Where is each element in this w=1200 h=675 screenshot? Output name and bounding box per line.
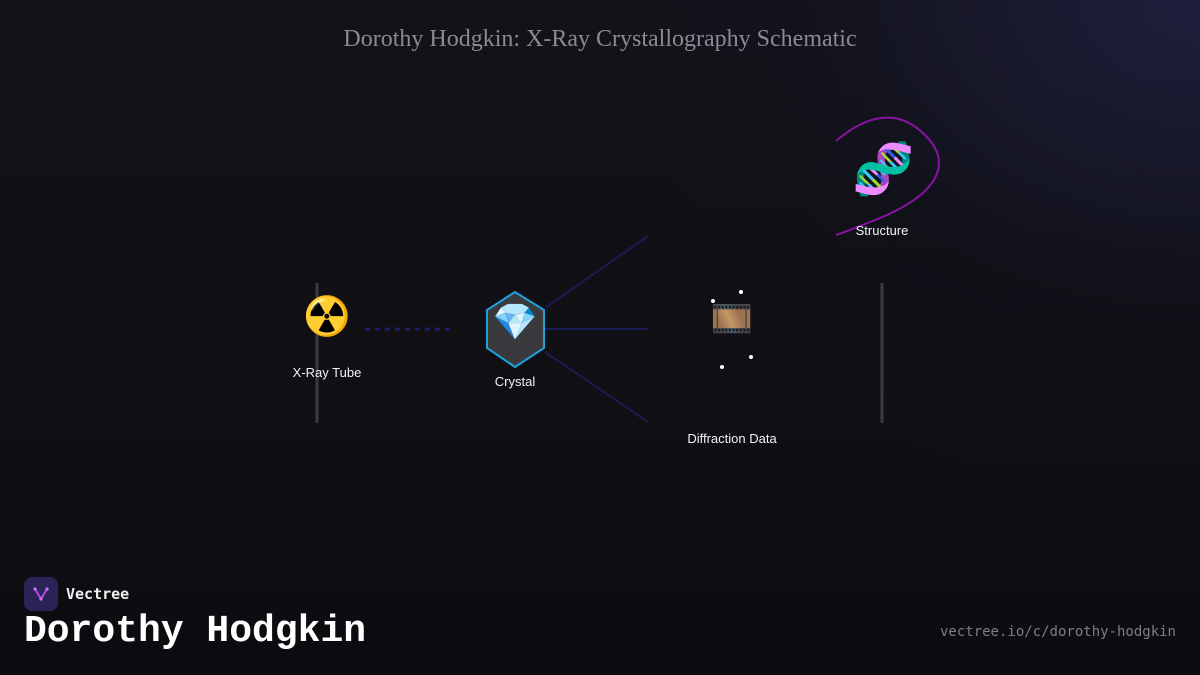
diffraction-spot <box>749 355 753 359</box>
gem-icon: 💎 <box>492 301 538 342</box>
person-name: Dorothy Hodgkin <box>24 610 367 653</box>
radioactive-icon: ☢️ <box>303 296 351 338</box>
brand-name: Vectree <box>66 585 130 603</box>
diffraction-data-label: Diffraction Data <box>687 431 777 446</box>
diffracted-beam-up <box>544 235 649 309</box>
diffraction-spot <box>739 290 743 294</box>
dna-icon: 🧬 <box>852 141 915 197</box>
crystal-hexagon <box>486 290 545 369</box>
structure-curve <box>835 116 940 236</box>
diffraction-spot <box>720 365 724 369</box>
page-title: Dorothy Hodgkin: X-Ray Crystallography S… <box>343 26 857 52</box>
structure-label: Structure <box>855 223 909 238</box>
xray-tube-label: X-Ray Tube <box>292 365 362 380</box>
diffracted-beam-down <box>544 351 649 423</box>
film-frames-icon: 🎞️ <box>710 300 754 338</box>
source-url[interactable]: vectree.io/c/dorothy-hodgkin <box>939 624 1176 640</box>
brand: Vectree <box>24 577 129 611</box>
diffraction-spot <box>711 299 715 303</box>
crystal-label: Crystal <box>494 374 536 389</box>
vectree-logo-icon <box>24 577 58 611</box>
